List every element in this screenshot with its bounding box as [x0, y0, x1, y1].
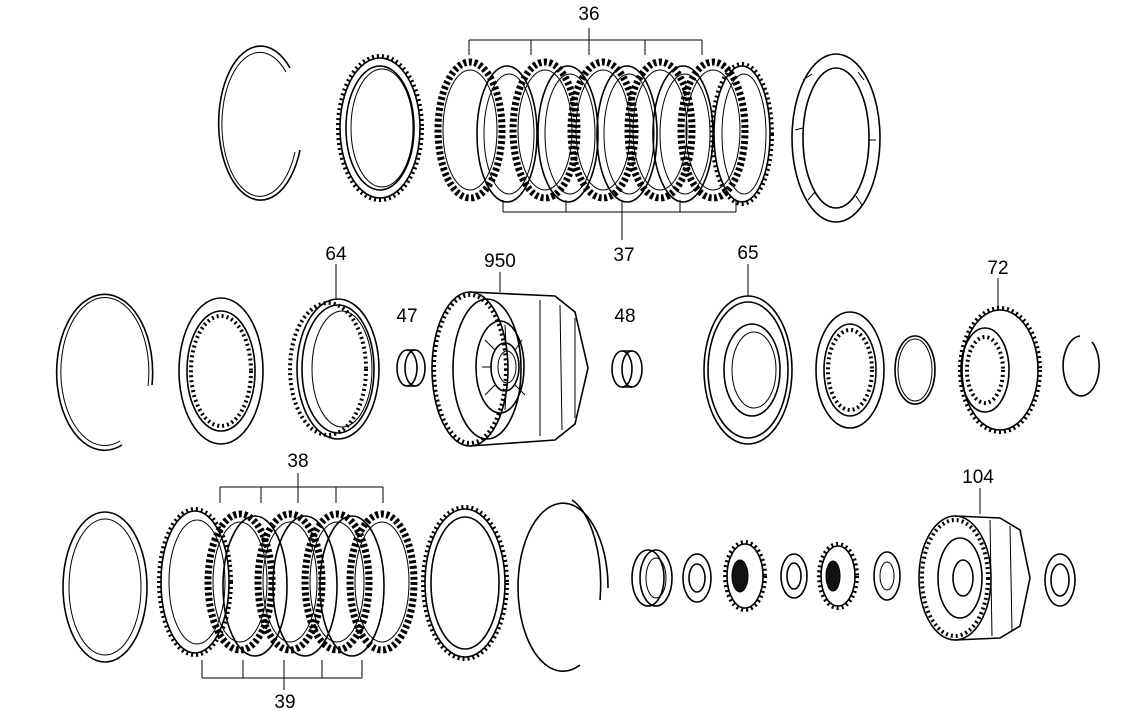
- spring-cage: [815, 311, 885, 429]
- o-ring: [894, 335, 936, 405]
- thrust-bearing-1: [682, 553, 712, 603]
- thrust-washer-1: [631, 549, 673, 607]
- bushing-48: [611, 350, 643, 388]
- bracket-37: [502, 200, 737, 240]
- snap-ring-middle: [55, 293, 154, 452]
- thrust-bearing-2: [780, 553, 808, 599]
- backing-plate-bottom: [421, 505, 509, 661]
- part-104-planetary-carrier: [918, 515, 1031, 641]
- callout-47: 47: [396, 306, 418, 327]
- callout-37: 37: [613, 245, 635, 266]
- part-64-spring-assembly: [288, 298, 380, 440]
- callout-65: 65: [737, 243, 759, 264]
- snap-ring-top: [217, 45, 301, 201]
- apply-plate-top: [791, 53, 881, 223]
- callout-38: 38: [287, 451, 309, 472]
- tab-plate-middle: [178, 297, 264, 445]
- thrust-washer-2: [873, 551, 901, 601]
- bracket-38: [219, 473, 384, 503]
- part-65-piston: [703, 295, 793, 445]
- callout-72: 72: [987, 258, 1009, 279]
- snap-ring-small: [1062, 335, 1100, 397]
- thin-plate-bottom: [62, 511, 148, 663]
- callout-48: 48: [614, 306, 636, 327]
- snap-ring-bottom: [517, 499, 609, 672]
- backing-plate-top: [336, 54, 424, 202]
- gear-1: [723, 540, 767, 612]
- gear-2: [817, 542, 859, 610]
- part-72-clutch-hub: [958, 306, 1042, 434]
- bracket-36: [468, 28, 703, 55]
- part-950-clutch-drum: [431, 291, 589, 447]
- callout-950: 950: [484, 251, 516, 272]
- thrust-bearing-3: [1044, 553, 1076, 607]
- callout-39: 39: [274, 692, 296, 713]
- callout-104: 104: [962, 467, 994, 488]
- callout-64: 64: [325, 244, 347, 265]
- clutch-pack-36-37: [434, 58, 774, 206]
- bracket-39: [201, 660, 363, 690]
- callout-36: 36: [578, 4, 600, 25]
- clutch-pack-38-39: [157, 507, 418, 657]
- bushing-47: [396, 349, 426, 387]
